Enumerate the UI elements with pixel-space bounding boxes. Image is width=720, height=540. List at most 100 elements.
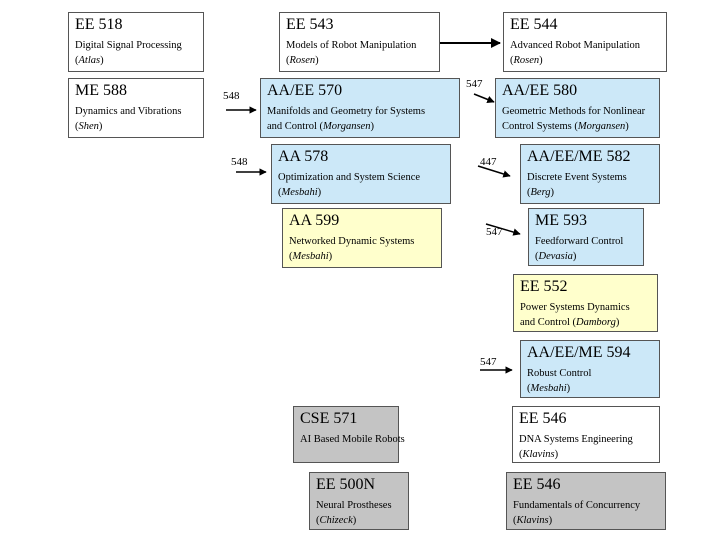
instructor-name: Shen bbox=[78, 121, 99, 132]
course-title: Manifolds and Geometry for Systems bbox=[267, 106, 426, 117]
course-title: Optimization and System Science bbox=[278, 172, 421, 183]
course-instructor: and Control (Morgansen) bbox=[267, 121, 374, 132]
course-title: Discrete Event Systems bbox=[527, 172, 627, 183]
instructor-name: Chizeck bbox=[319, 515, 353, 526]
course-desc: Feedforward Control (Devasia) bbox=[535, 234, 637, 264]
course-title: Digital Signal Processing bbox=[75, 40, 182, 51]
course-instructor: (Shen) bbox=[75, 121, 103, 132]
course-title: Power Systems Dynamics bbox=[520, 302, 630, 313]
course-code: EE 552 bbox=[520, 278, 568, 295]
course-instructor: (Devasia) bbox=[535, 251, 577, 262]
course-code: CSE 571 bbox=[300, 410, 358, 427]
course-desc: Models of Robot Manipulation (Rosen) bbox=[286, 38, 433, 68]
course-title: Robust Control bbox=[527, 368, 592, 379]
course-box-aaee580: AA/EE 580 Geometric Methods for Nonlinea… bbox=[495, 78, 660, 138]
course-box-ee544: EE 544 Advanced Robot Manipulation (Rose… bbox=[503, 12, 667, 72]
course-title: Models of Robot Manipulation bbox=[286, 40, 417, 51]
course-instructor: (Atlas) bbox=[75, 55, 104, 66]
course-desc: Advanced Robot Manipulation (Rosen) bbox=[510, 38, 660, 68]
course-code: EE 544 bbox=[510, 16, 558, 33]
course-instructor: (Rosen) bbox=[286, 55, 319, 66]
course-code: ME 593 bbox=[535, 212, 587, 229]
course-instructor: (Klavins) bbox=[513, 515, 553, 526]
instructor-name: Rosen bbox=[289, 55, 316, 66]
course-box-ee543: EE 543 Models of Robot Manipulation (Ros… bbox=[279, 12, 440, 72]
course-desc: Digital Signal Processing (Atlas) bbox=[75, 38, 197, 68]
course-code: AA/EE 570 bbox=[267, 82, 343, 99]
course-desc: Discrete Event Systems (Berg) bbox=[527, 170, 653, 200]
course-code: AA/EE 580 bbox=[502, 82, 578, 99]
course-box-ee518: EE 518 Digital Signal Processing (Atlas) bbox=[68, 12, 204, 72]
course-desc: Power Systems Dynamics and Control (Damb… bbox=[520, 300, 651, 330]
instructor-name: Mesbahi bbox=[281, 187, 318, 198]
course-box-me588: ME 588 Dynamics and Vibrations (Shen) bbox=[68, 78, 204, 138]
prereq-label-me593: 547 bbox=[486, 226, 503, 238]
instructor-name: Klavins bbox=[522, 449, 555, 460]
arrow-547-to-aaee580 bbox=[473, 93, 495, 103]
course-desc: Neural Prostheses (Chizeck) bbox=[316, 498, 402, 528]
course-instructor: Control Systems (Morgansen) bbox=[502, 121, 629, 132]
instructor-name: Devasia bbox=[538, 251, 573, 262]
instructor-name: Mesbahi bbox=[530, 383, 567, 394]
course-desc: Manifolds and Geometry for Systems and C… bbox=[267, 104, 453, 134]
course-title: Fundamentals of Concurrency bbox=[513, 500, 641, 511]
course-desc: AI Based Mobile Robots bbox=[300, 432, 405, 447]
course-box-ee500n: EE 500N Neural Prostheses (Chizeck) bbox=[309, 472, 409, 530]
instructor-name: Morgansen bbox=[323, 121, 371, 132]
course-box-me593: ME 593 Feedforward Control (Devasia) bbox=[528, 208, 644, 266]
prereq-label-aaeeme582: 447 bbox=[480, 156, 497, 168]
arrow-447-to-aaeeme582 bbox=[477, 165, 511, 178]
course-code: AA 578 bbox=[278, 148, 329, 165]
course-instructor: (Mesbahi) bbox=[289, 251, 333, 262]
instructor-name: Berg bbox=[530, 187, 551, 198]
course-code: EE 546 bbox=[519, 410, 567, 427]
instructor-name: Damborg bbox=[576, 317, 616, 328]
course-instructor: (Rosen) bbox=[510, 55, 543, 66]
course-box-aa578: AA 578 Optimization and System Science (… bbox=[271, 144, 451, 204]
course-desc: Dynamics and Vibrations (Shen) bbox=[75, 104, 197, 134]
course-desc: Geometric Methods for Nonlinear Control … bbox=[502, 104, 653, 134]
course-code: AA/EE/ME 594 bbox=[527, 344, 631, 361]
course-box-ee546-concurrency: EE 546 Fundamentals of Concurrency (Klav… bbox=[506, 472, 666, 530]
course-instructor: and Control (Damborg) bbox=[520, 317, 620, 328]
prereq-label-aa578: 548 bbox=[231, 156, 248, 168]
arrow-547-to-me593 bbox=[485, 223, 521, 236]
instructor-name: Klavins bbox=[516, 515, 549, 526]
course-instructor: (Klavins) bbox=[519, 449, 559, 460]
prereq-label-aaee580: 547 bbox=[466, 78, 483, 90]
course-desc: Networked Dynamic Systems (Mesbahi) bbox=[289, 234, 435, 264]
course-box-ee552: EE 552 Power Systems Dynamics and Contro… bbox=[513, 274, 658, 332]
prereq-label-aaee570: 548 bbox=[223, 90, 240, 102]
course-box-aaeeme594: AA/EE/ME 594 Robust Control (Mesbahi) bbox=[520, 340, 660, 398]
instructor-name: Mesbahi bbox=[292, 251, 329, 262]
course-code: EE 518 bbox=[75, 16, 123, 33]
course-title: Networked Dynamic Systems bbox=[289, 236, 415, 247]
course-code: AA/EE/ME 582 bbox=[527, 148, 631, 165]
instructor-name: Atlas bbox=[78, 55, 101, 66]
course-title: Neural Prostheses bbox=[316, 500, 392, 511]
course-instructor: (Chizeck) bbox=[316, 515, 357, 526]
course-desc: Robust Control (Mesbahi) bbox=[527, 366, 653, 396]
course-code: EE 546 bbox=[513, 476, 561, 493]
course-desc: DNA Systems Engineering (Klavins) bbox=[519, 432, 653, 462]
course-box-aaeeme582: AA/EE/ME 582 Discrete Event Systems (Ber… bbox=[520, 144, 660, 204]
course-box-aa599: AA 599 Networked Dynamic Systems (Mesbah… bbox=[282, 208, 442, 268]
course-box-aaee570: AA/EE 570 Manifolds and Geometry for Sys… bbox=[260, 78, 460, 138]
course-title: DNA Systems Engineering bbox=[519, 434, 633, 445]
course-instructor: (Mesbahi) bbox=[278, 187, 322, 198]
prereq-label-aaeeme594: 547 bbox=[480, 356, 497, 368]
course-desc: Fundamentals of Concurrency (Klavins) bbox=[513, 498, 659, 528]
course-title: Feedforward Control bbox=[535, 236, 624, 247]
course-code: EE 543 bbox=[286, 16, 334, 33]
course-code: AA 599 bbox=[289, 212, 340, 229]
course-title: AI Based Mobile Robots bbox=[300, 434, 405, 445]
course-title: Dynamics and Vibrations bbox=[75, 106, 182, 117]
instructor-name: Rosen bbox=[513, 55, 540, 66]
instructor-name: Morgansen bbox=[577, 121, 626, 132]
course-code: EE 500N bbox=[316, 476, 376, 493]
course-title: Advanced Robot Manipulation bbox=[510, 40, 641, 51]
course-instructor: (Berg) bbox=[527, 187, 555, 198]
course-box-cse571: CSE 571 AI Based Mobile Robots bbox=[293, 406, 405, 463]
course-code: ME 588 bbox=[75, 82, 127, 99]
